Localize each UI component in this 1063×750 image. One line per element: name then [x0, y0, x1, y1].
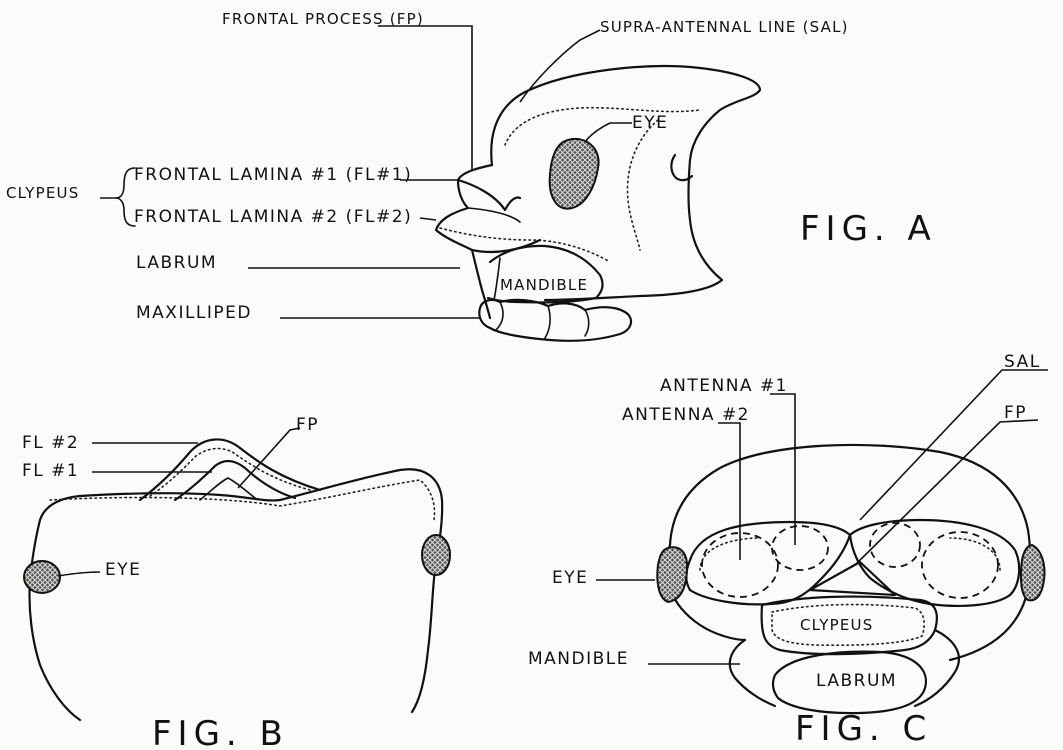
- fig-c-antenna2-right: [922, 532, 998, 598]
- fig-a-head-outline: [491, 66, 760, 300]
- fig-b-fl2-outline: [140, 439, 320, 500]
- fig-c-antenna1-left: [772, 526, 828, 570]
- fig-c-dotted-inner: [700, 538, 1000, 570]
- fig-c-label-labrum: LABRUM: [816, 671, 897, 691]
- fig-a-leader-fp: [378, 26, 472, 170]
- fig-a-maxilliped-seg1: [496, 302, 503, 330]
- fig-a-eye: [550, 139, 599, 209]
- fig-a-leader-sal: [520, 30, 600, 102]
- fig-c-label-sal: SAL: [1004, 352, 1041, 372]
- fig-a-clypeus-brace: [116, 168, 135, 226]
- fig-c-title: FIG. C: [795, 709, 932, 749]
- fig-a-label-clypeus: CLYPEUS: [6, 184, 79, 202]
- fig-c-mandible-left: [730, 640, 775, 706]
- fig-a-label-fl1: FRONTAL LAMINA #1 (FL#1): [134, 165, 412, 185]
- fig-a-leader-eye: [585, 123, 632, 142]
- fig-c-label-fp: FP: [1004, 403, 1027, 423]
- fig-c-label-clypeus: CLYPEUS: [800, 616, 873, 634]
- fig-a-label-fl2: FRONTAL LAMINA #2 (FL#2): [134, 207, 412, 227]
- fig-a-maxilliped-seg2: [545, 306, 550, 338]
- fig-a-label-sal: SUPRA-ANTENNAL LINE (SAL): [600, 18, 849, 36]
- fig-a-maxilliped-seg3: [585, 310, 589, 336]
- figure-a: FRONTAL PROCESS (FP) SUPRA-ANTENNAL LINE…: [6, 10, 937, 341]
- fig-a-frontal-lamina: [436, 165, 492, 318]
- fig-b-label-fl1: FL #1: [22, 461, 79, 481]
- fig-c-label-antenna1: ANTENNA #1: [660, 376, 788, 396]
- fig-b-eye-right: [422, 535, 450, 575]
- fig-c-eye-left: [657, 547, 687, 602]
- fig-c-eye-right: [1021, 545, 1045, 600]
- fig-a-label-mandible: MANDIBLE: [500, 276, 588, 294]
- fig-a-title: FIG. A: [800, 209, 937, 249]
- fig-b-label-eye: EYE: [105, 560, 141, 580]
- fig-a-label-labrum: LABRUM: [136, 253, 217, 273]
- fig-c-socket-left: [686, 522, 850, 604]
- fig-a-lamina-fold2: [468, 208, 520, 222]
- fig-a-lamina-dotted: [440, 228, 610, 262]
- fig-c-antenna1-right: [870, 523, 920, 567]
- fig-b-title: FIG. B: [152, 714, 289, 750]
- fig-c-label-mandible: MANDIBLE: [528, 649, 629, 669]
- fig-a-label-frontal-process: FRONTAL PROCESS (FP): [222, 10, 424, 28]
- fig-a-dotted-inner: [627, 120, 658, 250]
- figure-c: ANTENNA #1 ANTENNA #2 SAL FP EYE CLYPEUS…: [528, 352, 1048, 749]
- fig-a-leader-fl2: [420, 218, 436, 220]
- fig-b-label-fp: FP: [296, 415, 319, 435]
- fig-a-lamina-fold: [458, 180, 520, 210]
- fig-c-label-eye: EYE: [552, 568, 588, 588]
- fig-a-label-maxilliped: MAXILLIPED: [136, 303, 252, 323]
- figure-b: FL #2 FL #1 FP EYE FIG. B: [22, 415, 450, 750]
- fig-b-head-outline: [29, 469, 442, 720]
- fig-b-dotted-margin: [50, 480, 434, 520]
- fig-a-label-eye: EYE: [632, 113, 668, 133]
- fig-b-leader-eye: [58, 572, 100, 576]
- fig-c-label-antenna2: ANTENNA #2: [622, 405, 750, 425]
- fig-b-eye-left: [24, 561, 60, 593]
- fig-b-label-fl2: FL #2: [22, 433, 79, 453]
